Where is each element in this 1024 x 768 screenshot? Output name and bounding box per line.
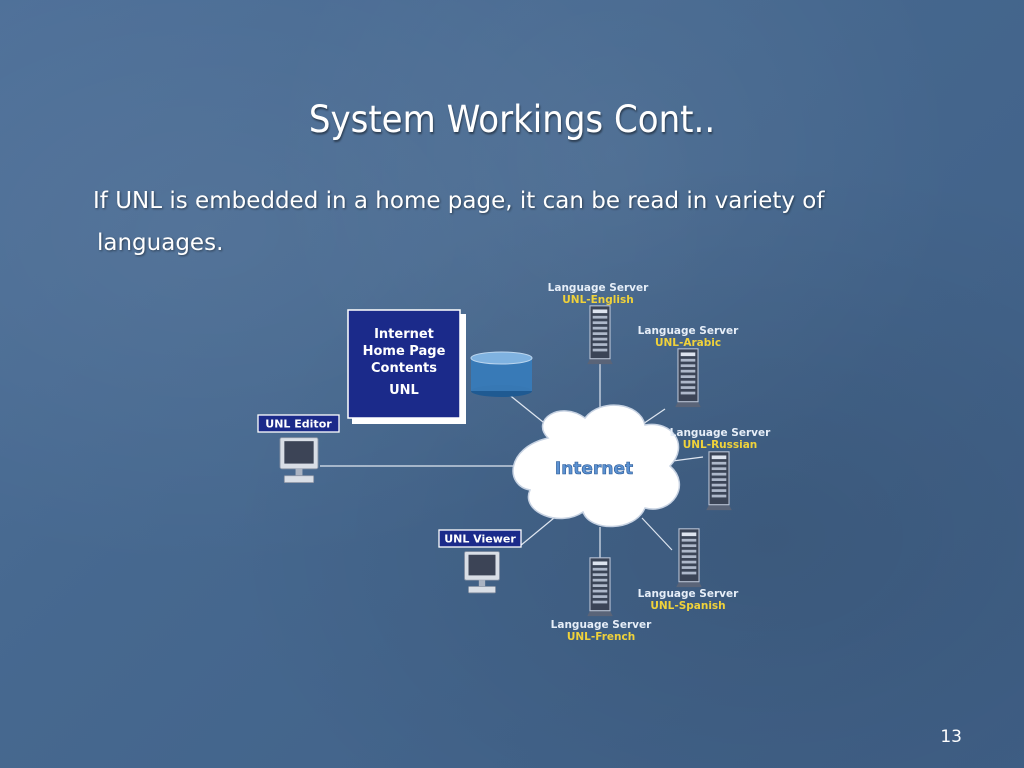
server-spanish: Language Server UNL-Spanish [638, 528, 739, 612]
slide-body: If UNL is embedded in a home page, it ca… [93, 180, 923, 264]
server-title: Language Server [548, 282, 649, 294]
editor-monitor-icon [279, 437, 319, 484]
home-page-line-3: Contents [371, 361, 437, 376]
server-name: UNL-Spanish [650, 600, 725, 612]
home-page-line-2: Home Page [363, 344, 446, 359]
cloud-label: Internet [555, 459, 633, 479]
body-text-line-1: If UNL is embedded in a home page, it ca… [93, 188, 825, 214]
server-french: Language Server UNL-French [551, 557, 652, 643]
server-title: Language Server [638, 588, 739, 600]
server-arabic: Language Server UNL-Arabic [638, 325, 739, 408]
home-page-line-1: Internet [374, 327, 434, 342]
slide-title: System Workings Cont.. [308, 98, 716, 141]
unl-editor: UNL Editor [257, 414, 340, 484]
home-page-line-4: UNL [389, 383, 419, 398]
home-page-box: Internet Home Page Contents UNL [347, 309, 466, 424]
server-russian: Language Server UNL-Russian [670, 427, 771, 511]
server-name: UNL-French [567, 631, 635, 643]
server-icon [586, 557, 614, 617]
server-title: Language Server [638, 325, 739, 337]
server-title: Language Server [670, 427, 771, 439]
server-name: UNL-English [562, 294, 633, 306]
viewer-label: UNL Viewer [444, 533, 516, 546]
unl-viewer: UNL Viewer [438, 529, 522, 594]
server-icon [674, 348, 702, 408]
server-name: UNL-Russian [683, 439, 758, 451]
server-title: Language Server [551, 619, 652, 631]
body-text-line-2: languages. [97, 230, 224, 256]
viewer-monitor-icon [464, 551, 500, 594]
server-icon [705, 451, 733, 511]
editor-label: UNL Editor [265, 418, 332, 431]
database-icon [470, 351, 533, 397]
server-icon [586, 305, 614, 365]
server-english: Language Server UNL-English [548, 282, 649, 365]
server-icon [675, 528, 703, 588]
page-number: 13 [940, 727, 962, 747]
internet-cloud: Internet [512, 404, 681, 528]
server-name: UNL-Arabic [655, 337, 721, 349]
